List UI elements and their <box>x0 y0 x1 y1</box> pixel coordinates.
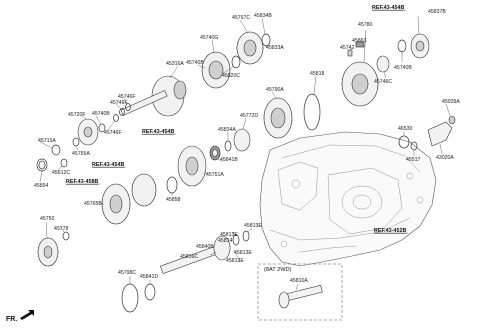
label-45740B-right: 45740B <box>394 65 412 71</box>
label-45858: 45858 <box>166 197 181 203</box>
label-45767C: 45767C <box>232 15 250 21</box>
label-45780: 45780 <box>358 22 373 28</box>
small-rings-45746F <box>113 103 131 122</box>
label-45790A: 45790A <box>266 87 284 93</box>
label-45751A: 45751A <box>206 172 224 178</box>
label-45814: 45814 <box>218 238 233 244</box>
ref-label-mid: REF.43-454B <box>142 129 174 135</box>
label-45742: 45742 <box>340 45 355 51</box>
label-45720F: 45720F <box>68 112 86 118</box>
ring-45740B <box>98 123 106 133</box>
label-45813E-4: 45813E <box>226 258 244 264</box>
label-45612C: 45612C <box>52 170 70 176</box>
ring-45820C <box>231 55 241 69</box>
label-45746C: 45746C <box>374 79 392 85</box>
ref-label-458B: REF.43-458B <box>66 179 98 185</box>
label-45863: 45863 <box>352 38 367 44</box>
ring-45854 <box>36 158 48 172</box>
bearing-45841B <box>209 145 221 161</box>
ring-45834A <box>224 140 232 152</box>
gear-45837B <box>410 33 430 59</box>
label-45816C: 45816C <box>180 254 198 260</box>
direction-arrow-icon <box>20 310 34 320</box>
ring-45715A <box>51 144 61 156</box>
front-direction-label: FR. <box>6 316 17 323</box>
label-45834A: 45834A <box>218 127 236 133</box>
leader-lines <box>39 15 451 291</box>
label-45854: 45854 <box>34 183 49 189</box>
gear-45767C <box>236 31 264 65</box>
ring-45818 <box>303 93 321 131</box>
label-45810A: 45810A <box>290 278 308 284</box>
label-45841D: 45841D <box>140 274 158 280</box>
label-45740B-top: 45740B <box>186 60 204 66</box>
part-labels: 45767C 45834B 45833A 45740G 45740B 45820… <box>34 9 460 284</box>
label-45316A: 45316A <box>166 61 184 67</box>
label-45939A: 45939A <box>442 99 460 105</box>
label-45798C: 45798C <box>118 270 136 276</box>
reference-labels: REF.43-454B REF.43-454B REF.43-454B REF.… <box>66 5 408 234</box>
drum-45751A <box>177 145 207 187</box>
output-shaft-45816C <box>159 235 231 275</box>
ring-45740B-right <box>397 39 407 53</box>
label-45755A: 45755A <box>72 151 90 157</box>
ref-label-452B: REF.43-452B <box>374 228 406 234</box>
label-45840B: 45840B <box>196 244 214 250</box>
ring-45841D <box>144 283 156 301</box>
ref-label-top: REF.43-454B <box>372 5 404 11</box>
front-direction-indicator: FR. <box>6 310 34 323</box>
label-45772D: 45772D <box>240 113 258 119</box>
label-45813E-1: 45813E <box>244 223 262 229</box>
ring-45755A <box>72 137 80 147</box>
label-45746F-2: 45746F <box>110 100 128 106</box>
label-45715A: 45715A <box>38 138 56 144</box>
label-45841B: 45841B <box>220 157 238 163</box>
gear-45790A <box>263 97 293 139</box>
gear-45772D <box>233 128 251 152</box>
label-45517: 45517 <box>406 157 421 163</box>
planetary-45780 <box>341 61 379 107</box>
ring-45798C <box>121 283 139 313</box>
ring-45612C <box>60 158 68 168</box>
label-45813E-2: 45813E <box>220 232 238 238</box>
ring-45858 <box>166 176 178 194</box>
transmission-case <box>259 131 437 267</box>
ring-45840B <box>242 230 250 242</box>
gear-45720F <box>77 118 99 146</box>
label-45746F-1: 45746F <box>118 94 136 100</box>
label-45833A: 45833A <box>266 45 284 51</box>
sub-assembly-title: (8AT 2WD) <box>264 267 292 273</box>
hub-45750 <box>37 237 59 267</box>
label-45746F-3: 45746F <box>104 130 122 136</box>
label-45765B: 45765B <box>84 201 102 207</box>
label-45834B: 45834B <box>254 13 272 19</box>
sub-assembly-box: (8AT 2WD) <box>257 263 343 321</box>
label-45818: 45818 <box>310 71 325 77</box>
label-45813E-3: 45813E <box>234 250 252 256</box>
ring-45778 <box>62 231 70 241</box>
gear-45740G <box>201 51 231 89</box>
label-46530: 46530 <box>398 126 413 132</box>
gear-45746C <box>376 55 390 73</box>
label-45778: 45778 <box>54 226 69 232</box>
label-45820C: 45820C <box>222 73 240 79</box>
label-45750: 45750 <box>40 216 55 222</box>
ref-label-left: REF.43-454B <box>92 162 124 168</box>
lever-45939A-43020A <box>427 115 456 147</box>
label-45740B-left: 45740B <box>92 111 110 117</box>
clutch-drum-45316A <box>120 75 187 117</box>
label-45740G: 45740G <box>200 35 218 41</box>
gear-stack-45765B <box>101 173 157 225</box>
label-43020A: 43020A <box>436 155 454 161</box>
label-45837B: 45837B <box>428 9 446 15</box>
